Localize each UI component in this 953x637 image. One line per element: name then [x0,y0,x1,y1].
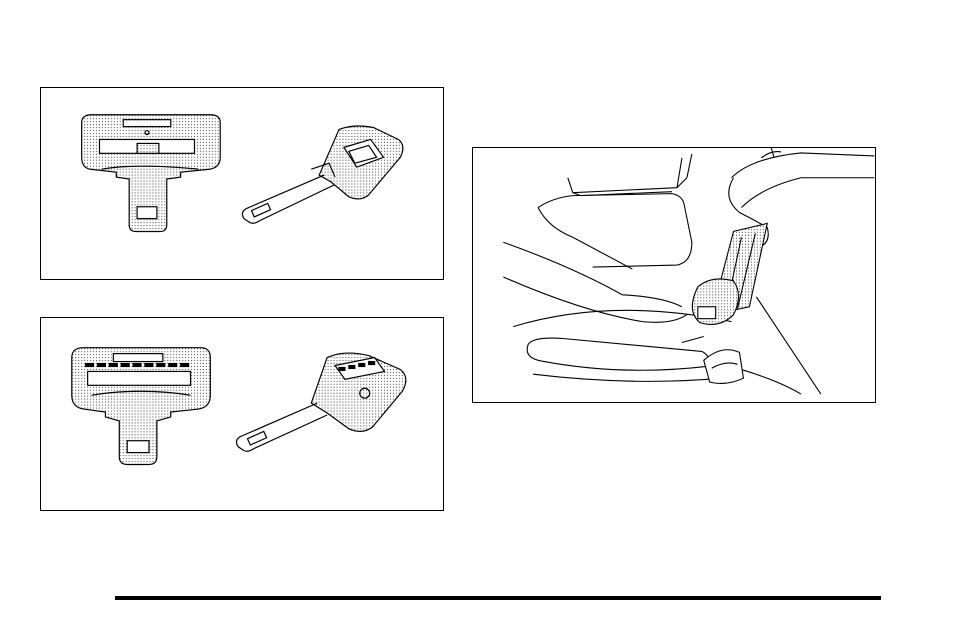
latch-plate-front-view [82,115,221,232]
arm [503,242,682,306]
figure-latch-plate-type-1 [40,87,444,280]
hand-pulling-belt-illustration [473,148,875,402]
latch-plate-side-view [242,126,402,223]
hand [732,153,875,178]
latch-plate-type-2-illustration [41,318,443,510]
figure-latch-plate-type-2 [40,317,444,511]
footer-rule [115,596,881,600]
figure-hand-pulling-belt [472,147,876,403]
latch-plate-type-1-illustration [41,88,443,279]
latch-plate-front-view [72,348,211,465]
latch-plate-side-view [236,353,405,451]
seat-back [568,178,687,193]
buckle [704,350,744,384]
